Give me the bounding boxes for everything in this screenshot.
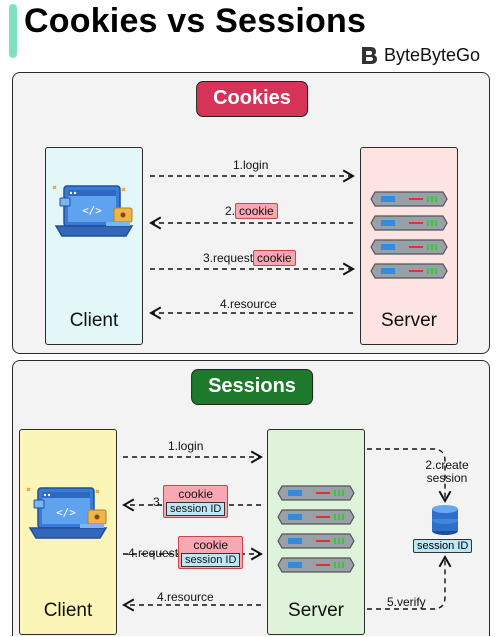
cookies-step-login: 1.login bbox=[233, 158, 268, 172]
cookies-arrows bbox=[149, 169, 355, 320]
sessions-arrow-create bbox=[367, 448, 452, 503]
sessions-server-label: Server bbox=[288, 600, 344, 621]
cookie-tag: cookie bbox=[253, 250, 296, 266]
bytebytego-logo-icon bbox=[362, 47, 377, 64]
cookies-client-box: </> Client bbox=[45, 147, 143, 345]
cookies-panel: Cookies </> Client bbox=[12, 72, 490, 354]
sessions-step-create: 2.create session bbox=[415, 459, 479, 485]
svg-text:</>: </> bbox=[82, 204, 102, 217]
cookie-session-tag: cookie session ID bbox=[163, 485, 229, 518]
cookie-session-tag: cookie session ID bbox=[178, 536, 244, 569]
sessions-step-cookie-num: 3. bbox=[153, 494, 164, 509]
session-store-label: session ID bbox=[413, 539, 473, 553]
sessions-step-create-text: 2.create session bbox=[425, 458, 469, 485]
sessions-section-title: Sessions bbox=[191, 369, 313, 405]
svg-text:</>: </> bbox=[56, 506, 76, 519]
page-title: Cookies vs Sessions bbox=[24, 2, 367, 40]
server-rack-icon bbox=[277, 485, 355, 573]
sessions-step-login-text: 1.login bbox=[168, 439, 204, 453]
laptop-code-icon: </> bbox=[26, 487, 108, 539]
sessions-step-login: 1.login bbox=[168, 439, 203, 453]
sessions-client-box: </> Client bbox=[19, 429, 117, 635]
sessions-step-request-text: 4.request bbox=[128, 545, 179, 560]
title-accent-bar bbox=[9, 4, 17, 58]
sessions-client-label: Client bbox=[43, 600, 93, 621]
cookie-tag: cookie bbox=[178, 487, 214, 501]
cookies-step-cookie: 2. cookie bbox=[225, 203, 278, 219]
sessions-server-box: Server bbox=[267, 429, 365, 635]
sessions-step-verify-text: 5.verify bbox=[387, 595, 426, 609]
database-icon bbox=[432, 505, 458, 535]
laptop-code-icon: </> bbox=[52, 185, 134, 237]
cookies-client-label: Client bbox=[69, 310, 119, 331]
cookies-server-label: Server bbox=[381, 310, 437, 331]
session-id-tag: session ID bbox=[166, 502, 226, 516]
sessions-step-verify: 5.verify bbox=[387, 595, 426, 609]
cookies-section-title: Cookies bbox=[196, 81, 308, 117]
cookies-step-resource-text: 4.resource bbox=[220, 297, 277, 311]
sessions-step-resource: 4.resource bbox=[157, 590, 214, 604]
cookies-step-resource: 4.resource bbox=[220, 297, 277, 311]
cookies-step-cookie-num: 2. bbox=[225, 204, 236, 218]
server-rack-icon bbox=[370, 191, 448, 279]
brand: ByteByteGo bbox=[358, 44, 480, 66]
cookies-server-box: Server bbox=[360, 147, 458, 345]
cookies-step-login-text: 1.login bbox=[233, 158, 269, 172]
sessions-step-request: 4.request cookie session ID bbox=[128, 536, 244, 569]
cookies-step-request-text: 3.request bbox=[203, 251, 254, 265]
brand-name: ByteByteGo bbox=[384, 44, 481, 65]
cookie-tag: cookie bbox=[235, 203, 278, 219]
session-id-tag: session ID bbox=[181, 553, 241, 567]
cookies-step-request: 3.request cookie bbox=[203, 250, 296, 266]
cookie-tag: cookie bbox=[193, 538, 229, 552]
sessions-arrow-verify bbox=[367, 555, 452, 610]
sessions-arrows bbox=[122, 448, 452, 612]
sessions-panel: Sessions </> Client bbox=[12, 360, 490, 636]
sessions-step-cookie: 3. cookie session ID bbox=[153, 485, 229, 518]
sessions-step-resource-text: 4.resource bbox=[157, 590, 214, 604]
